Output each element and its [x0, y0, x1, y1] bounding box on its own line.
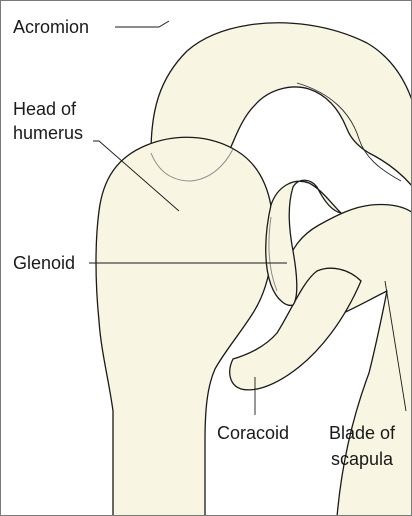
humerus-shape	[96, 137, 273, 515]
blade-of-scapula-label-line2: scapula	[331, 447, 393, 471]
coracoid-label: Coracoid	[217, 421, 289, 445]
blade-of-scapula-label-line1: Blade of	[329, 421, 395, 445]
head-of-humerus-label-line2: humerus	[13, 121, 83, 145]
acromion-leader	[115, 21, 169, 27]
glenoid-label: Glenoid	[13, 251, 75, 275]
acromion-label: Acromion	[13, 15, 89, 39]
head-of-humerus-label-line1: Head of	[13, 97, 76, 121]
